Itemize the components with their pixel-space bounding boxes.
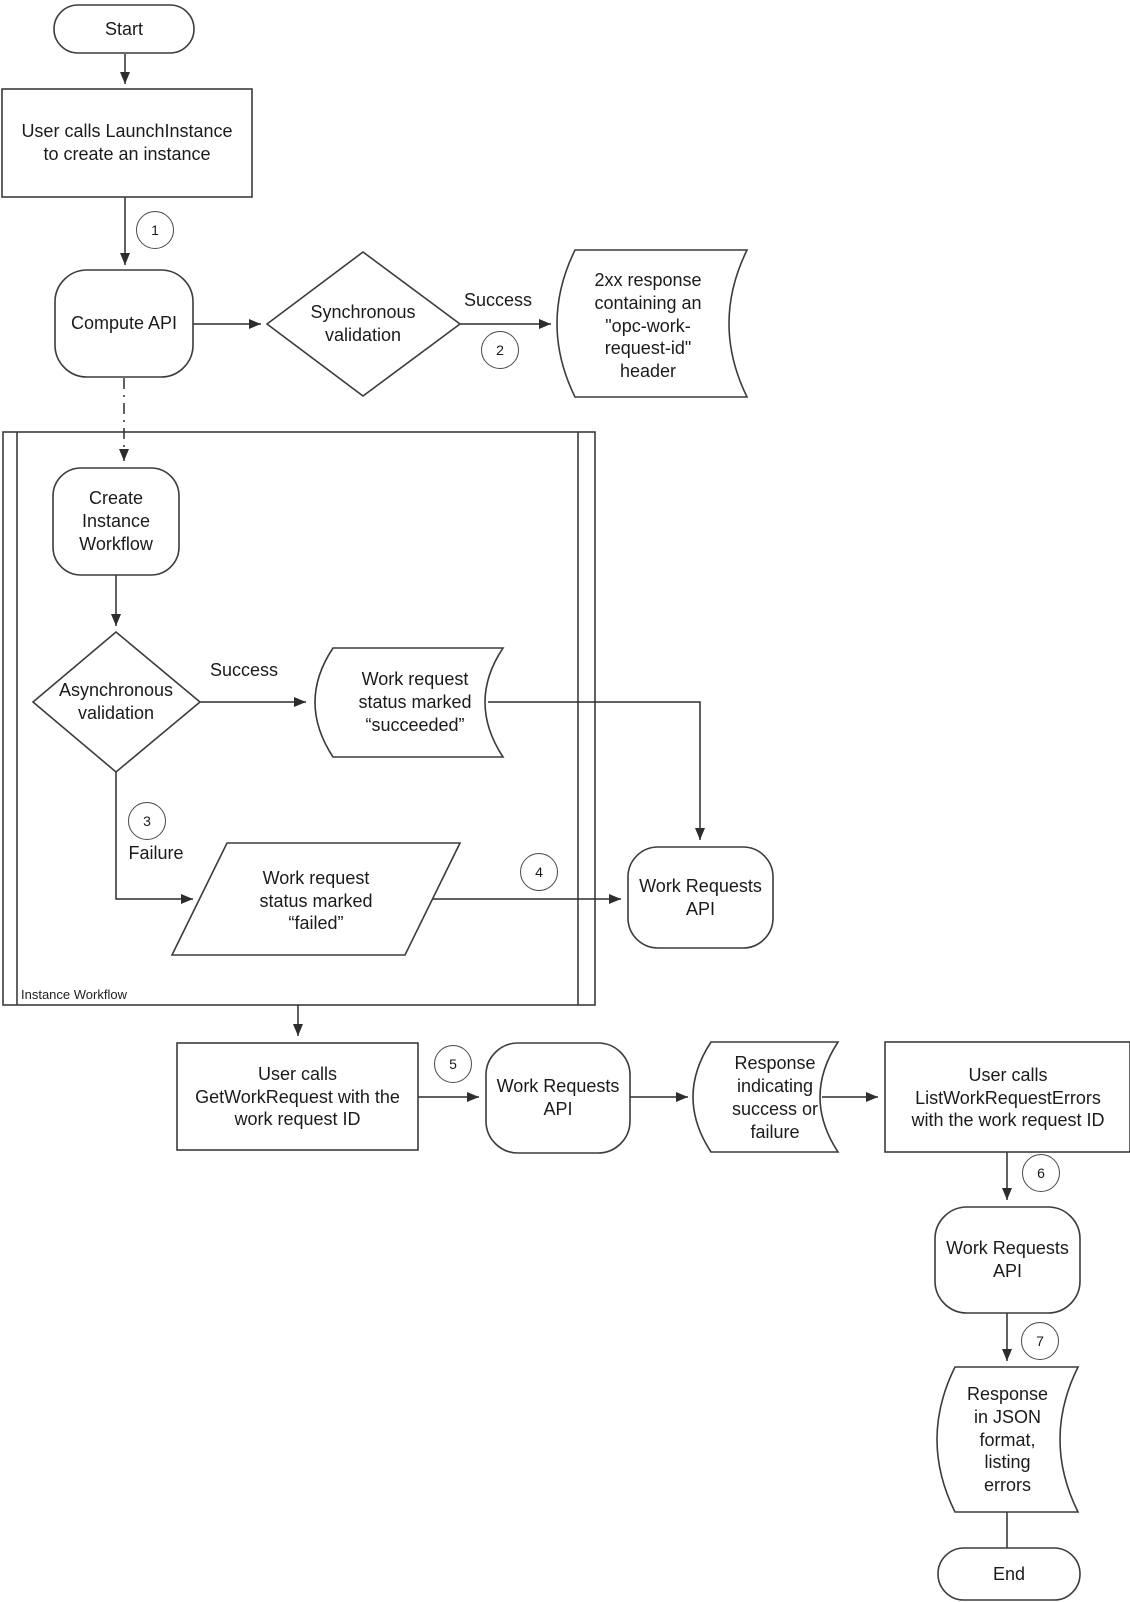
launch-instance-node bbox=[1, 88, 253, 198]
instance-workflow-container bbox=[2, 431, 596, 1006]
arrow-succeeded-to-api bbox=[488, 701, 705, 840]
async-validation-decision bbox=[31, 630, 202, 774]
start-node bbox=[53, 4, 195, 54]
work-requests-api-node-2 bbox=[485, 1042, 631, 1154]
step-circle-7: 7 bbox=[1021, 1322, 1059, 1360]
get-work-request-node bbox=[176, 1042, 419, 1151]
work-requests-api-node-1 bbox=[627, 846, 774, 949]
step-circle-1: 1 bbox=[136, 211, 174, 249]
create-instance-workflow-node bbox=[52, 467, 180, 576]
list-work-request-errors-node bbox=[884, 1041, 1130, 1153]
step-circle-2: 2 bbox=[481, 331, 519, 369]
sync-validation-decision bbox=[265, 251, 462, 397]
instance-workflow-band-label: Instance Workflow bbox=[21, 987, 127, 1002]
step-circle-4: 4 bbox=[520, 853, 558, 891]
work-requests-api-node-3 bbox=[934, 1206, 1081, 1314]
compute-api-node bbox=[54, 269, 194, 378]
status-succeeded-node bbox=[314, 647, 505, 758]
step-circle-6: 6 bbox=[1022, 1154, 1060, 1192]
end-node bbox=[937, 1547, 1081, 1601]
arrow-async-failure-to-failed bbox=[115, 772, 193, 904]
step-circle-3: 3 bbox=[128, 802, 166, 840]
response-json-node bbox=[936, 1366, 1080, 1513]
step-circle-5: 5 bbox=[434, 1045, 472, 1083]
response-2xx-node bbox=[556, 249, 749, 398]
response-success-failure-node bbox=[692, 1041, 840, 1153]
status-failed-node bbox=[170, 842, 462, 956]
